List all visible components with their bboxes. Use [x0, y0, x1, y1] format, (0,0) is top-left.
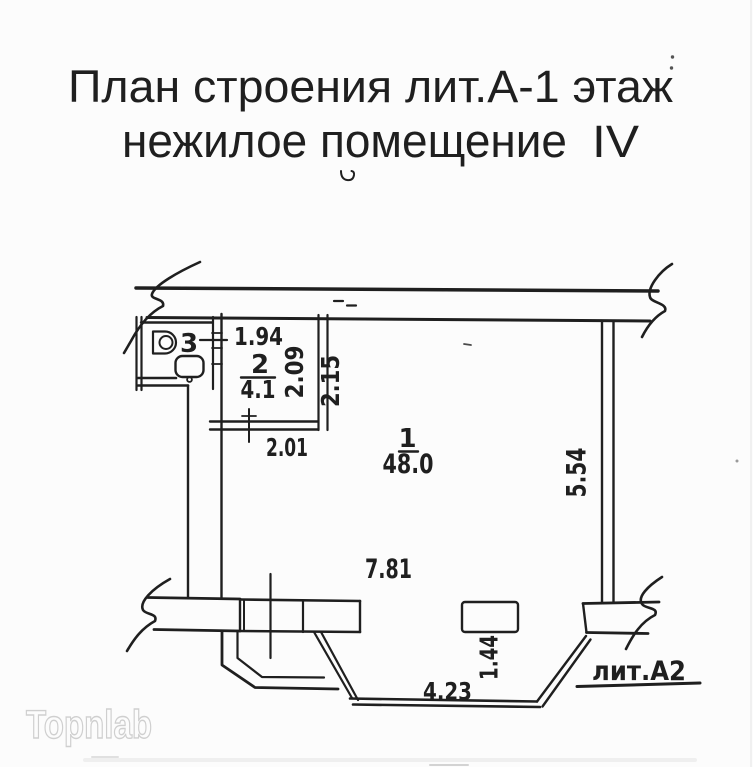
bottom-wall-bottom-line	[351, 703, 542, 709]
building-lit-a2-label: лит.А2	[592, 656, 686, 687]
bottom-left-wall-top-line	[146, 596, 242, 601]
scan-artifacts	[83, 0, 752, 767]
building-label-underline	[575, 681, 702, 688]
diagonal-wall-line-1	[312, 630, 354, 700]
bottom-wall-rise-line-2	[541, 638, 592, 708]
wc-fixtures	[151, 330, 205, 383]
dim-bottom-wall: 4.23	[423, 677, 472, 706]
bottom-right-wall-bottom-line	[585, 631, 650, 635]
window-band-bottom	[238, 629, 362, 634]
plan-title-line-2: нежилое помещение	[122, 114, 567, 167]
window-band-top	[238, 598, 362, 603]
dim-room1-width: 7.81	[365, 554, 412, 585]
scan-speck-colon-bottom	[669, 66, 674, 70]
room1-area-label: 48.0	[383, 449, 434, 480]
bottom-left-wall-bottom-line	[152, 628, 242, 633]
diagonal-wall-line-2	[319, 630, 360, 702]
dim-pillar-offset: 1.44	[475, 635, 504, 680]
toilet-drain-icon	[186, 376, 193, 383]
bottom-right-wall-top-line	[581, 600, 661, 605]
bottom-wall-rise-line-1	[535, 634, 588, 703]
plan-title-line-1: План строения лит.А-1 этаж	[68, 61, 673, 112]
building-annotation: лит.А2	[575, 656, 702, 688]
scan-speck-colon-top	[670, 55, 675, 59]
wall-break-bottom-left	[125, 577, 172, 653]
dim-room2-width: 1.94	[234, 322, 283, 351]
washbasin-drain-icon	[158, 335, 174, 350]
step-wall-outer-path	[220, 629, 340, 691]
pillar-outline	[460, 600, 520, 634]
scan-squiggle-mark	[340, 170, 356, 182]
wall-break-top-right	[640, 262, 674, 339]
room-labels: 3 2 4.1 1 48.0	[180, 329, 434, 480]
room2-area-label: 4.1	[241, 375, 276, 404]
dim-room2-depth-inner: 2.09	[280, 346, 309, 399]
walls	[122, 260, 674, 709]
room3-number-label: 3	[180, 329, 198, 359]
bottom-wall-top-line	[348, 697, 539, 703]
scan-speck-dash	[463, 343, 472, 346]
washbasin-icon	[151, 330, 178, 355]
step-wall-inner-path	[236, 629, 326, 679]
premises-floor-numeral: IV	[592, 116, 639, 167]
top-wall-outer-line	[134, 286, 660, 293]
room1-number-label: 1	[398, 424, 416, 454]
scan-speck-dot	[735, 459, 739, 463]
room2-number-label: 2	[251, 350, 269, 380]
top-wall-inner-line	[145, 316, 652, 323]
dim-right-wall: 5.54	[562, 448, 593, 498]
dim-room2-bottom: 2.01	[266, 433, 308, 462]
toilet-icon	[174, 354, 205, 379]
dimension-labels: 1.94 2.09 2.15 2.01 7.81 5.54 1.44 4.23	[234, 322, 593, 706]
title-block: План строения лит.А-1 этаж нежилое помещ…	[68, 61, 673, 167]
wall-break-bottom-right	[624, 575, 664, 651]
watermark-logo: Topnlab	[26, 703, 152, 747]
bottom-right-wall-left-edge	[581, 602, 588, 634]
dim-room2-depth-outer: 2.15	[316, 355, 345, 407]
